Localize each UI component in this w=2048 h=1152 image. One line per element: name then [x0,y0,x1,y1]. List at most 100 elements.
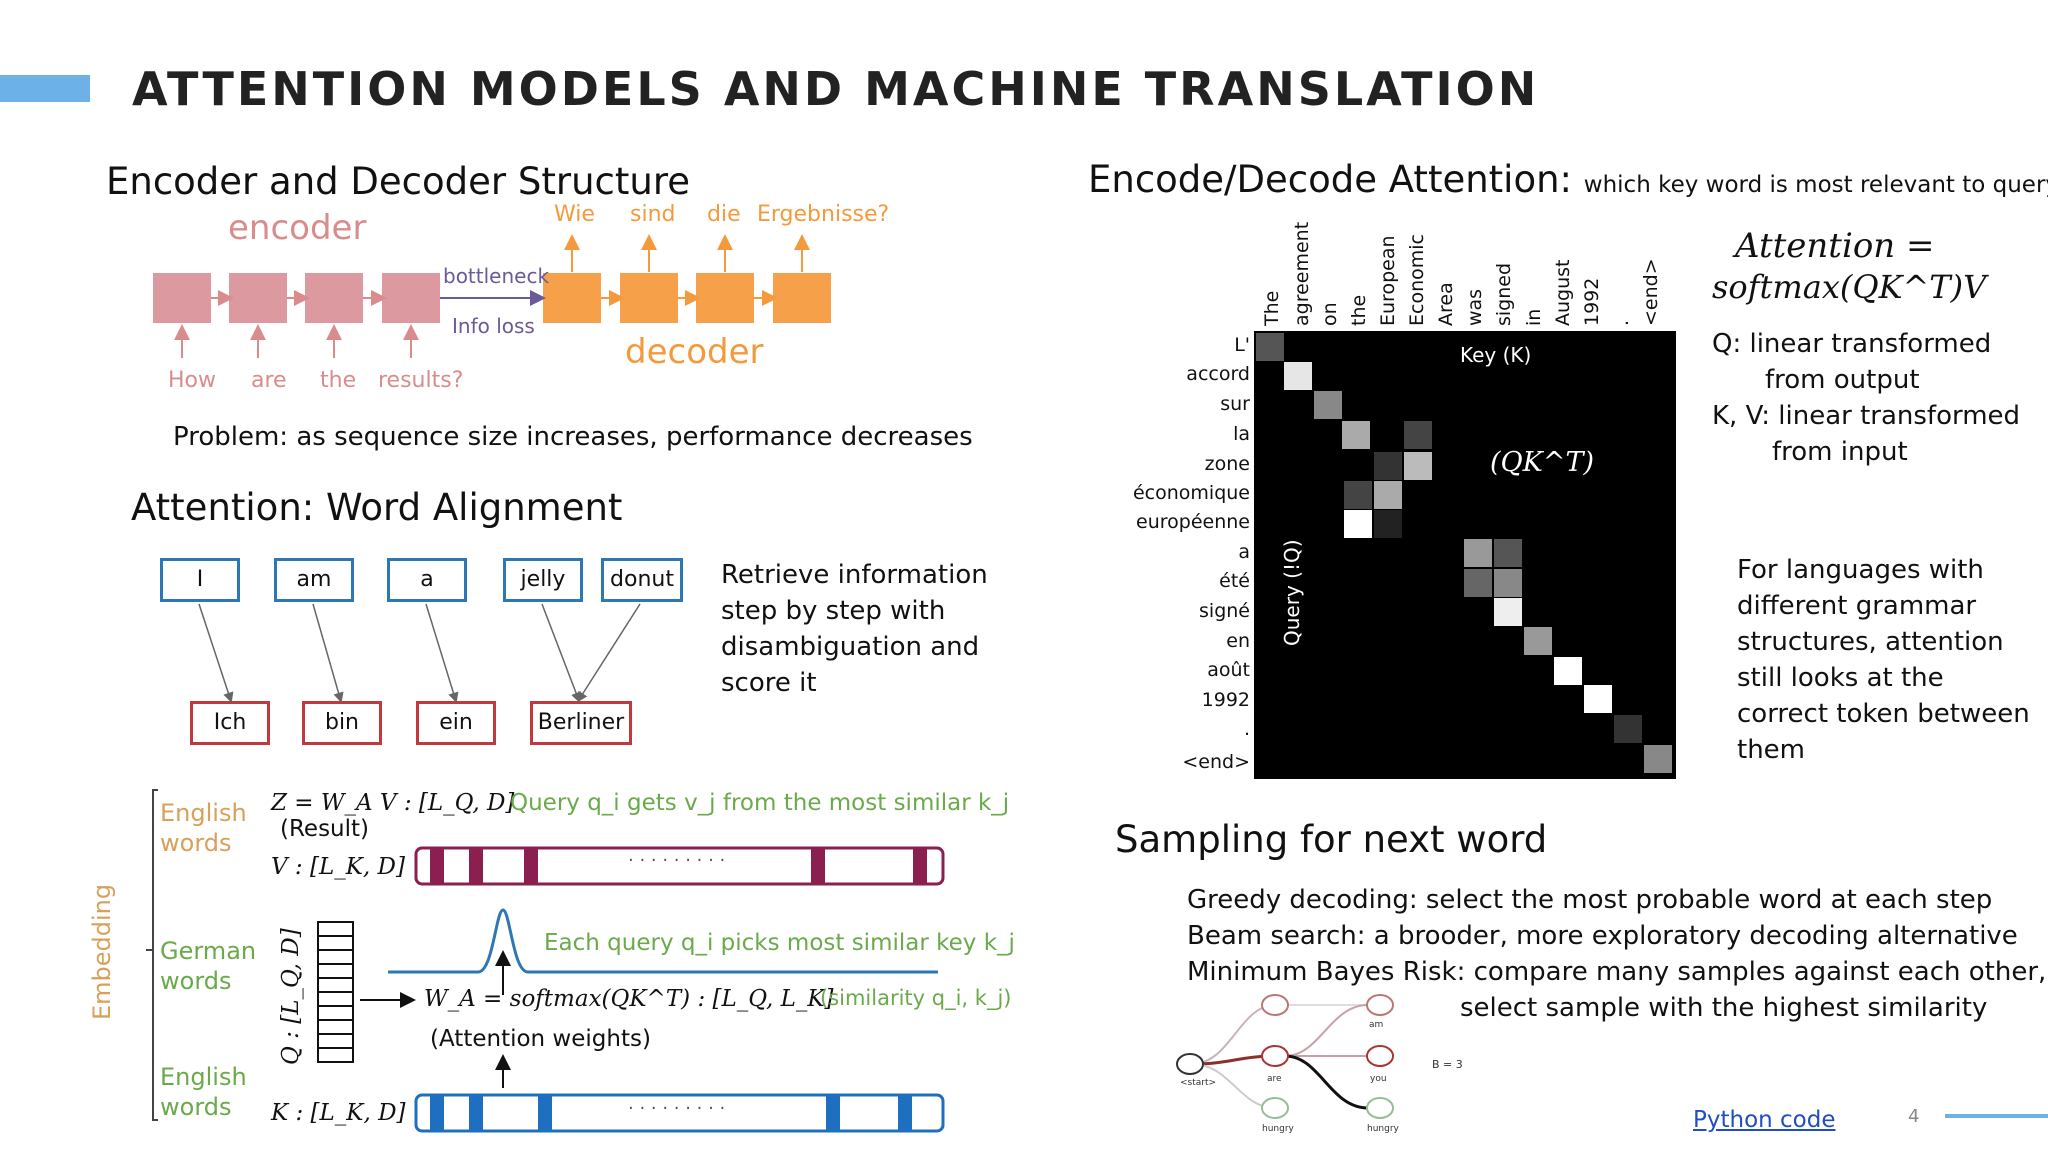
page-number: 4 [1908,1106,1920,1127]
col-label: August [1552,259,1574,327]
row-label: sur [1220,393,1250,415]
row-label: signé [1199,600,1250,622]
row-label: <end> [1182,751,1250,773]
heatmap-col-labels: The agreement on the European Economic A… [1255,222,1685,327]
tree-node-label: hungry [1262,1124,1294,1134]
info-loss-label: Info loss [452,314,535,338]
tree-node-label: you [1370,1074,1387,1084]
input-word: are [251,368,287,393]
k-formula: K : [L_K, D] [271,1100,406,1126]
col-label: in [1523,308,1545,326]
source-word-box: I [160,558,240,602]
kv-definition-2: from input [1772,437,1908,467]
encoder-cell [382,273,440,323]
alignment-description: Retrieve information step by step with d… [721,560,988,698]
sampling-title: Sampling for next word [1115,818,1548,861]
title-accent-bar [0,75,90,102]
z-formula: Z = W_A V : [L_Q, D] [271,790,515,816]
decoder-label: decoder [625,332,764,372]
query-label: Query (!Q) [1280,539,1304,646]
heatmap-cells [1256,333,1672,773]
embedding-label: Embedding [88,883,116,1020]
k-dots: · · · · · · · · · [628,1098,726,1119]
encdec-arrows [174,234,810,358]
decoder-cell [773,273,831,323]
languages-note: For languages with different grammar str… [1737,555,2030,765]
problem-statement: Problem: as sequence size increases, per… [173,422,973,452]
q-definition-2: from output [1765,365,1920,395]
col-label: was [1464,288,1486,326]
result-label: (Result) [280,816,370,842]
alignment-title: Attention: Word Alignment [131,486,623,529]
source-word-box: donut [601,558,683,602]
encode-decode-subtitle: which key word is most relevant to query… [1583,172,2048,198]
tree-node-label: hungry [1367,1124,1399,1134]
row-label: L' [1234,334,1250,356]
target-word-box: ein [416,701,496,745]
row-label: 1992 [1201,689,1250,711]
v-dots: · · · · · · · · · [628,850,726,871]
beam-search: Beam search: a brooder, more exploratory… [1187,921,2018,951]
greedy-decoding: Greedy decoding: select the most probabl… [1187,885,1993,915]
row-label: européenne [1136,511,1250,533]
row-label: accord [1186,363,1250,385]
target-word-box: Ich [190,701,270,745]
python-code-link[interactable]: Python code [1693,1107,1836,1133]
encode-decode-title: Encode/Decode Attention: which key word … [1088,158,2048,201]
col-label: The [1261,290,1283,326]
col-label: Area [1435,282,1457,326]
similarity-label: (similarity q_i, k_j) [820,986,1012,1010]
english-words-label-2: English words [160,1063,247,1121]
source-word-box: a [387,558,467,602]
key-label: Key (K) [1460,343,1532,367]
footer-accent-line [1945,1114,2048,1118]
encoder-cell [305,273,363,323]
encoder-cell [153,273,211,323]
formula-diagram-graphics [146,789,945,1133]
input-word: the [320,368,357,393]
page-title: ATTENTION MODELS AND MACHINE TRANSLATION [132,62,1540,116]
tree-node-label: am [1369,1020,1384,1030]
encode-decode-title-main: Encode/Decode Attention: [1088,158,1572,201]
row-label: a [1238,541,1250,563]
attention-formula-diagram: Embedding English words German words Eng… [88,770,1015,1150]
input-word: How [168,368,216,393]
encoder-label: encoder [228,208,367,248]
kv-definition: K, V: linear transformed [1712,401,2021,431]
encdec-title: Encoder and Decoder Structure [106,160,690,203]
output-word: sind [630,202,676,227]
row-label: en [1226,630,1250,652]
encoder-cell [229,273,287,323]
attention-formula-line1: Attention = [1735,226,1935,266]
alignment-lines [198,603,641,704]
minimum-bayes-risk-2: select sample with the highest similarit… [1460,993,1988,1023]
col-label: signed [1493,262,1515,326]
decoder-cell [620,273,678,323]
row-label: . [1243,718,1250,740]
row-label: août [1207,659,1250,681]
beam-tree-graphics [1176,994,1394,1119]
row-label: économique [1132,482,1250,504]
attention-formula-line2: softmax(QK^T)V [1712,268,1987,306]
german-words-label: German words [160,937,257,995]
col-label: Economic [1406,234,1428,326]
output-word: die [707,202,741,227]
decoder-cell [543,273,601,323]
qkt-label: (QK^T) [1490,447,1595,478]
row-label: la [1233,423,1250,445]
q-formula: Q : [L_Q, D] [278,928,304,1065]
attention-heatmap [1254,331,1676,779]
wa-formula: W_A = softmax(QK^T) : [L_Q, L_K] [424,986,834,1012]
output-word: Wie [554,202,595,227]
col-label: European [1377,235,1399,326]
col-label: on [1319,302,1341,326]
decoder-cell [696,273,754,323]
query-gets-text: Query q_i gets v_j from the most similar… [510,790,1010,816]
bottleneck-label: bottleneck [443,264,550,288]
minimum-bayes-risk: Minimum Bayes Risk: compare many samples… [1187,957,2047,987]
source-word-box: jelly [503,558,583,602]
each-query-text: Each query q_i picks most similar key k_… [544,930,1015,956]
tree-node-label: are [1267,1074,1282,1084]
col-label: agreement [1291,221,1313,326]
col-label: . [1611,319,1633,326]
